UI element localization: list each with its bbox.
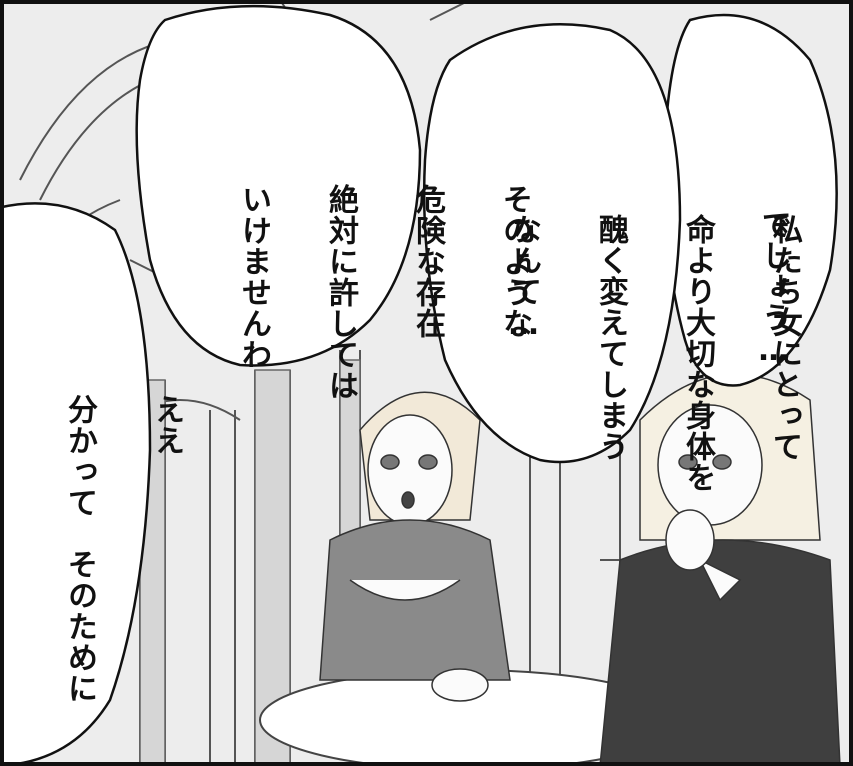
bubble-4-shape bbox=[0, 202, 152, 766]
bubble-3-text: そのような 危険な存在 絶対に許しては いけませんわ bbox=[188, 40, 580, 401]
bubble-3-line-4: いけませんわ bbox=[236, 184, 271, 370]
bubble-2-line-4: なんて… bbox=[506, 214, 541, 343]
bubble-3-line-1: そのような bbox=[497, 184, 532, 339]
bubble-3-line-3: 絶対に許しては bbox=[323, 184, 358, 401]
bubble-1-text: 何ということ でしょう… bbox=[708, 65, 853, 395]
woman-left bbox=[319, 391, 511, 702]
bubble-2-text: 私たち女にとって 命より大切な身体を 醜く変えてしまう なんて… bbox=[458, 70, 850, 493]
bubble-2-line-1: 私たち女にとって bbox=[767, 214, 802, 462]
bubble-4-text: ええ 分かって そのために bbox=[14, 250, 232, 704]
bubble-2-line-3: 醜く変えてしまう bbox=[593, 214, 628, 462]
bubble-4-line-2: 分かって そのために bbox=[62, 394, 97, 704]
bubble-2-shape bbox=[422, 23, 682, 464]
bubble-3-shape bbox=[135, 4, 422, 367]
bubble-2-line-2: 命より大切な身体を bbox=[680, 214, 715, 493]
speech-bubbles bbox=[0, 4, 838, 766]
bubble-1-line-2: でしょう… bbox=[756, 209, 791, 369]
bubble-4-line-1: ええ bbox=[149, 394, 184, 456]
woman-right bbox=[599, 373, 841, 766]
bubble-3-line-2: 危険な存在 bbox=[410, 184, 445, 339]
bubble-1-line-1: 何ということ bbox=[843, 209, 853, 395]
